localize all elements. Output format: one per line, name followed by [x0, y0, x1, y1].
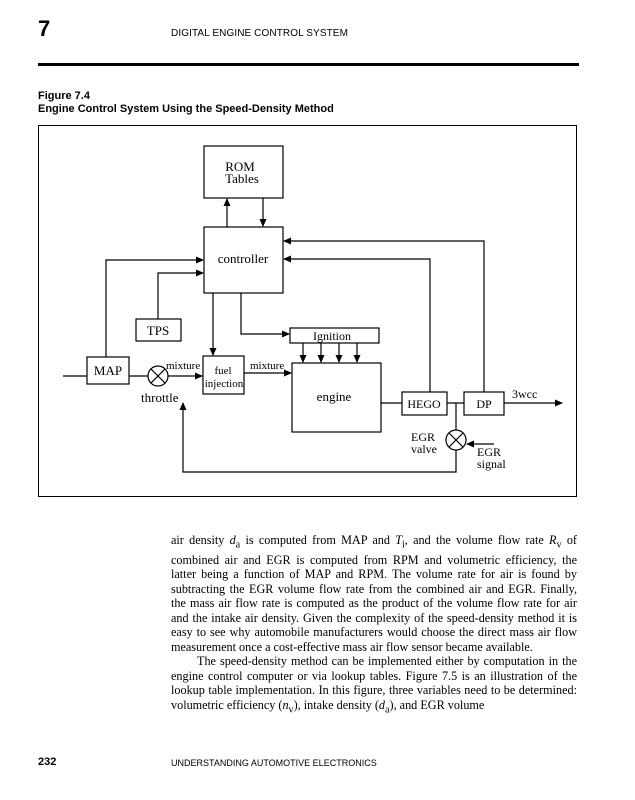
engine-control-diagram: ROM Tables controller TPS MAP throttle m…: [63, 145, 563, 473]
controller-label: controller: [218, 251, 269, 266]
figure-frame: [38, 125, 577, 497]
tps-label: TPS: [147, 323, 169, 338]
egr-signal-label-1: EGR: [477, 445, 501, 459]
figure-label: Figure 7.4: [38, 90, 90, 102]
mixture-label-left: mixture: [166, 360, 200, 372]
map-to-controller-arrow: [105, 256, 204, 357]
chapter-number: 7: [38, 16, 51, 41]
controller-block: controller: [203, 226, 284, 294]
book-title: UNDERSTANDING AUTOMOTIVE ELECTRONICS: [171, 758, 377, 768]
dp-label: DP: [476, 397, 492, 411]
egr-recirculation-arrow: [179, 402, 457, 473]
chapter-title: DIGITAL ENGINE CONTROL SYSTEM: [171, 28, 348, 39]
output-label: 3wcc: [512, 387, 537, 401]
body-text: air density da is computed from MAP and …: [171, 533, 577, 718]
fuel-label-2: injection: [205, 378, 244, 390]
dp-to-controller-arrow: [283, 237, 485, 392]
engine-label: engine: [317, 389, 352, 404]
paragraph-2: The speed-density method can be implemen…: [171, 654, 577, 716]
tps-to-controller-arrow: [157, 269, 204, 319]
throttle-valve: [147, 365, 169, 387]
ignition-label: Ignition: [313, 329, 351, 343]
map-label: MAP: [94, 363, 122, 378]
controller-to-ignition-arrow: [240, 293, 290, 338]
figure-caption: Engine Control System Using the Speed-De…: [38, 103, 334, 115]
hego-block: HEGO: [401, 391, 448, 416]
tps-block: TPS: [135, 318, 182, 342]
rom-label-2: Tables: [225, 171, 259, 186]
egr-valve-label-1: EGR: [411, 430, 435, 444]
fuel-label-1: fuel: [214, 365, 231, 377]
hego-to-controller-arrow: [283, 255, 431, 392]
header-rule: [38, 63, 579, 66]
dp-block: DP: [463, 391, 505, 416]
fuel-injection-block: fuel injection: [202, 355, 245, 395]
egr-valve: [445, 429, 467, 451]
map-block: MAP: [86, 356, 130, 385]
throttle-label: throttle: [141, 390, 179, 405]
ignition-block: Ignition: [289, 327, 380, 344]
rom-tables-block: ROM Tables: [203, 145, 284, 199]
egr-signal-label-2: signal: [477, 457, 506, 471]
engine-block: engine: [291, 362, 382, 433]
rom-label-1: ROM: [225, 159, 255, 174]
hego-label: HEGO: [407, 397, 441, 411]
egr-valve-label-2: valve: [411, 442, 437, 456]
page-number: 232: [38, 756, 57, 768]
paragraph-1: air density da is computed from MAP and …: [171, 533, 577, 654]
mixture-label-right: mixture: [250, 360, 284, 372]
